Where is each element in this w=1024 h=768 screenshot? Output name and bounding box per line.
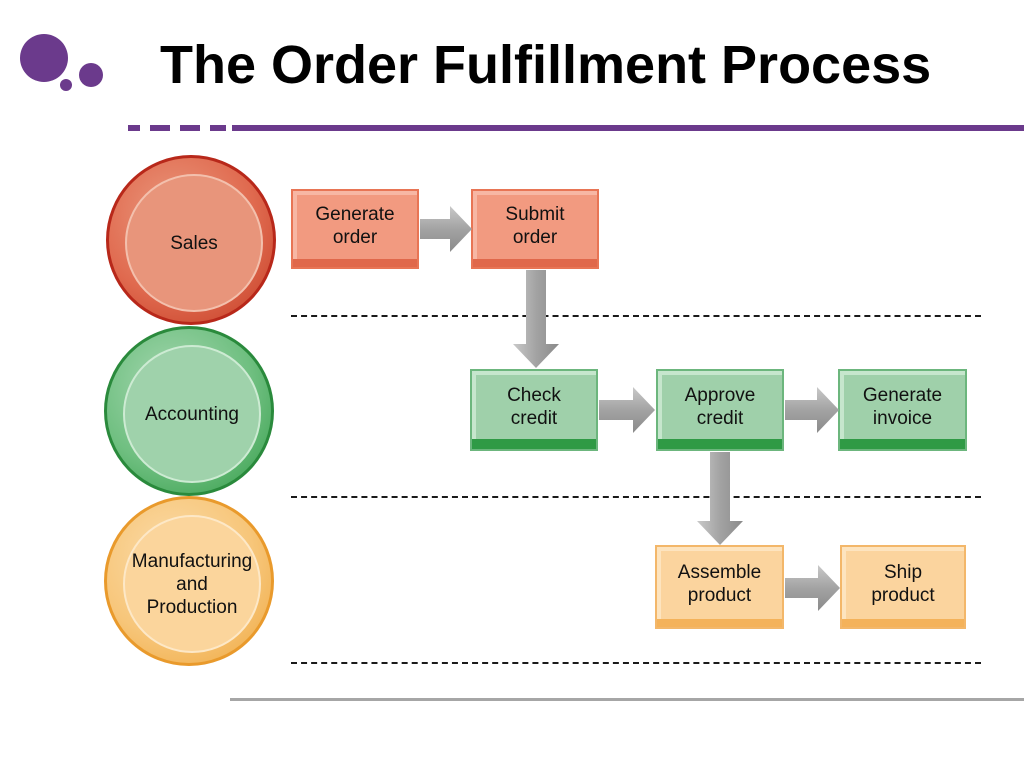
- arrow-down-icon: [513, 270, 559, 368]
- lane-sales-circle: Sales: [106, 155, 276, 325]
- step-check-credit: Check credit: [470, 369, 598, 451]
- lane-divider-3: [291, 662, 981, 664]
- step-generate-invoice: Generate invoice: [838, 369, 967, 451]
- title-divider: [128, 125, 1024, 131]
- step-generate-order: Generate order: [291, 189, 419, 269]
- step-assemble-product-label: Assemble product: [677, 562, 762, 606]
- lane-sales-inner: Sales: [125, 174, 263, 312]
- step-generate-order-label: Generate order: [315, 204, 395, 248]
- lane-accounting-circle: Accounting: [104, 326, 274, 496]
- bottom-divider: [230, 698, 1024, 701]
- step-approve-credit: Approve credit: [656, 369, 784, 451]
- step-check-credit-label: Check credit: [507, 385, 561, 429]
- lane-accounting-inner: Accounting: [123, 345, 261, 483]
- lane-sales-label: Sales: [170, 232, 218, 254]
- step-assemble-product: Assemble product: [655, 545, 784, 629]
- lane-divider-2: [291, 496, 981, 498]
- step-submit-order: Submit order: [471, 189, 599, 269]
- arrow-down-icon: [697, 452, 743, 545]
- lane-manufacturing-inner: Manufacturing and Production: [123, 515, 261, 653]
- arrow-right-icon: [785, 565, 840, 611]
- lane-manufacturing-circle: Manufacturing and Production: [104, 496, 274, 666]
- slide-title: The Order Fulfillment Process: [160, 35, 932, 95]
- arrow-right-icon: [785, 387, 839, 433]
- lane-manufacturing-label: Manufacturing and Production: [131, 550, 253, 618]
- lane-accounting-label: Accounting: [144, 403, 239, 425]
- step-ship-product-label: Ship product: [871, 562, 935, 606]
- step-approve-credit-label: Approve credit: [684, 385, 756, 429]
- lane-divider-1: [291, 315, 981, 317]
- step-ship-product: Ship product: [840, 545, 966, 629]
- step-submit-order-label: Submit order: [505, 204, 565, 248]
- arrow-right-icon: [599, 387, 655, 433]
- arrow-right-icon: [420, 206, 472, 252]
- purple-dots-logo-icon: [14, 30, 106, 98]
- step-generate-invoice-label: Generate invoice: [862, 385, 943, 429]
